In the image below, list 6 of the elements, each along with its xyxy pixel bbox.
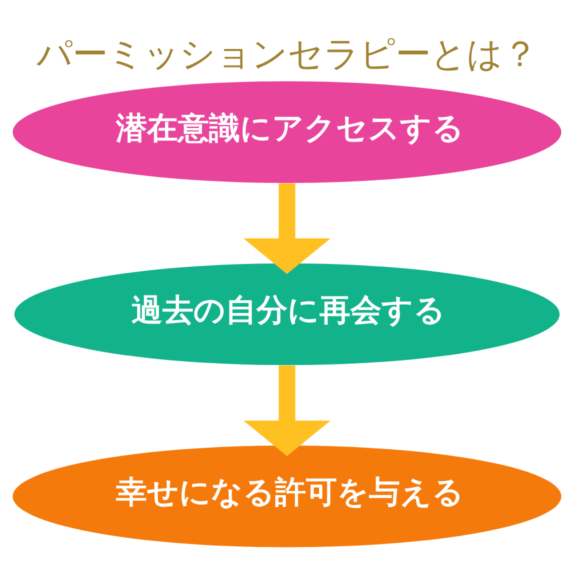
node-ellipse: 潜在意識にアクセスする (12, 81, 562, 183)
arrow (243, 183, 331, 274)
arrow (243, 366, 331, 456)
node-ellipse: 過去の自分に再会する (14, 263, 560, 366)
diagram-title: パーミッションセラピーとは？ (36, 34, 538, 75)
node-ellipse: 幸せになる許可を与える (12, 446, 562, 548)
